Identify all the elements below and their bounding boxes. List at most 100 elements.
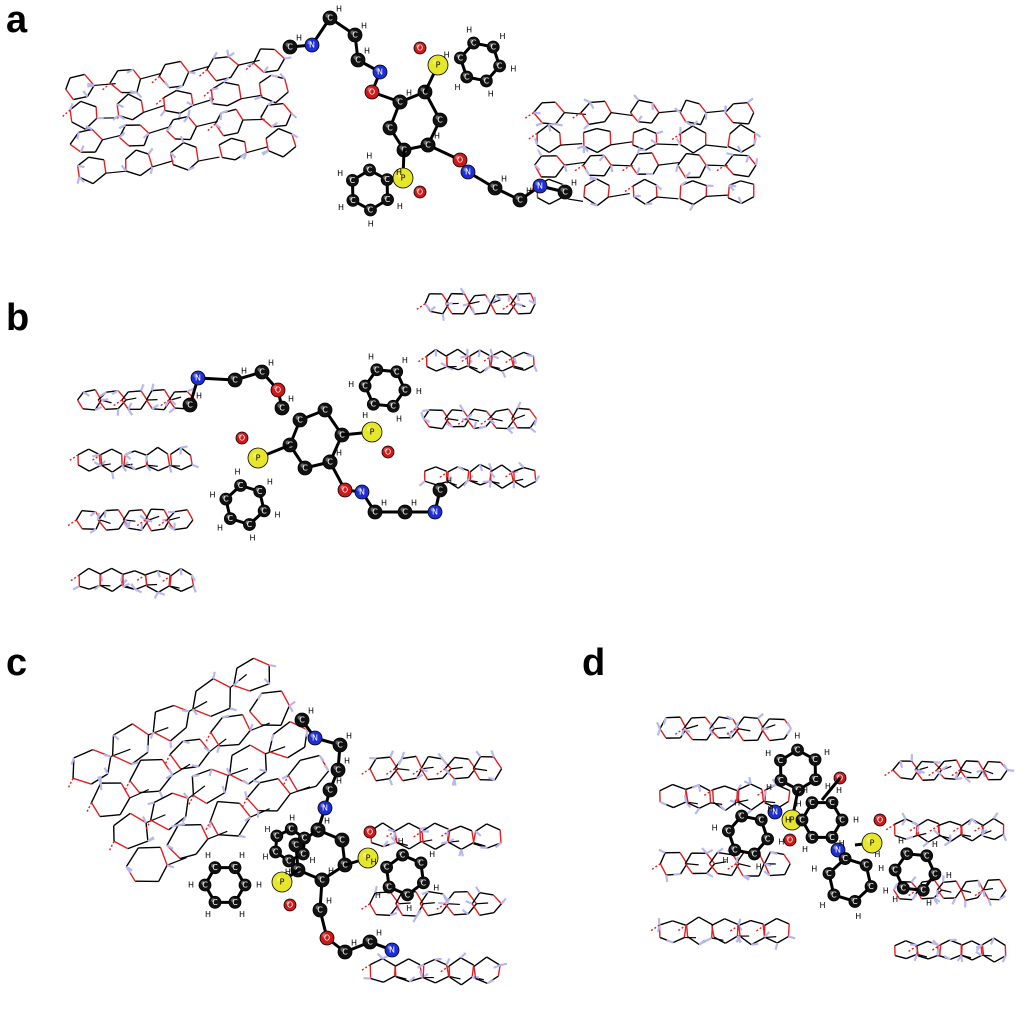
atom-h: H [434,132,440,141]
atom-c: C [728,843,742,857]
svg-text:O: O [275,386,281,395]
atom-n: N [354,484,370,500]
guest-molecule: CHCHCHCHCHCHPONCHCHCHCHCHCHCHCHCHCHCHCHO… [712,732,952,921]
atom-h: H [765,749,771,758]
svg-text:N: N [359,488,365,497]
panel-d-structure: CHCHCHCHCHCHPONCHCHCHCHCHCHCHCHCHCHCHCHO… [650,712,1015,963]
svg-text:C: C [202,881,208,890]
atom-h: H [734,798,740,807]
svg-text:O: O [342,486,348,495]
svg-text:C: C [339,836,345,845]
svg-text:C: C [839,816,845,825]
svg-text:C: C [863,861,869,870]
atom-c: C [314,872,330,888]
atom-c: C [370,363,384,377]
atom-c: C [322,782,338,798]
atom-p: P [271,871,293,893]
atom-c: C [398,383,412,397]
guest-molecule: CHNCHCHCHNOCHCCCCCCPOCHCHCHCHCHCHPOCHCHC… [282,5,577,228]
atom-c: C [822,867,836,880]
svg-text:C: C [295,866,301,875]
atom-h: H [398,837,404,846]
atom-c: C [364,203,377,217]
atom-c: C [390,365,404,379]
atom-c: C [346,174,359,187]
atom-c: C [805,796,819,810]
atom-h: H [571,179,577,188]
svg-text:C: C [355,56,361,65]
atom-h: H [285,868,291,877]
atom-h: H [406,89,412,98]
atom-c: C [386,399,400,413]
svg-text:C: C [374,365,380,374]
atom-h: H [328,867,334,876]
atom-h: H [794,732,800,741]
svg-text:C: C [300,850,306,859]
atom-h: H [712,824,718,833]
atom-c: C [486,40,500,54]
svg-text:O: O [287,901,293,910]
svg-text:C: C [302,464,308,473]
svg-text:C: C [327,786,333,795]
svg-text:C: C [232,863,238,872]
svg-text:C: C [458,54,464,63]
svg-text:C: C [826,869,832,878]
svg-text:C: C [212,863,218,872]
atom-c: C [294,712,310,728]
atom-n: N [317,800,333,816]
svg-text:C: C [288,825,294,834]
svg-text:C: C [812,755,818,764]
atom-h: H [874,850,880,859]
atom-h: H [855,912,861,921]
atom-h: H [262,852,268,861]
svg-text:C: C [302,834,308,843]
svg-text:C: C [842,854,848,863]
atom-h: H [454,83,460,92]
svg-text:O: O [367,828,373,837]
atom-h: H [346,732,352,741]
atom-c: C [479,74,493,88]
atom-c: C [900,847,914,861]
atom-n: N [372,64,388,80]
svg-text:C: C [809,798,815,807]
atom-h: H [946,871,952,880]
atom-c: C [747,847,761,861]
atom-c: C [382,120,398,136]
atom-c: C [397,504,413,520]
svg-text:C: C [418,858,424,867]
svg-text:O: O [457,156,463,165]
atom-p: P [361,421,383,443]
svg-text:C: C [247,520,253,529]
svg-text:C: C [831,890,837,899]
atom-c: C [396,848,409,862]
atom-c: C [380,173,394,186]
svg-text:C: C [829,833,835,842]
atom-h: H [344,757,350,766]
atom-c: C [825,796,839,810]
atom-c: C [363,163,376,177]
atom-o: O [337,482,353,498]
atom-c: C [848,895,862,908]
atom-h: H [396,168,402,177]
atom-c: C [238,878,252,892]
svg-text:C: C [752,849,758,858]
svg-text:C: C [437,116,443,125]
svg-text:C: C [829,798,835,807]
svg-text:N: N [465,168,471,177]
svg-text:N: N [835,846,841,855]
svg-text:N: N [377,68,383,77]
atom-c: C [254,364,270,380]
panel-label-c: c [6,642,27,684]
atom-h: H [802,786,808,795]
atom-h: H [308,707,314,716]
svg-text:C: C [384,863,390,872]
atom-c: C [754,813,768,827]
svg-text:C: C [350,196,356,205]
atom-h: H [932,840,938,849]
atom-h: H [825,782,831,791]
atom-c: C [920,849,934,863]
atom-c: C [362,934,378,950]
svg-text:C: C [287,43,293,52]
svg-text:O: O [369,88,375,97]
